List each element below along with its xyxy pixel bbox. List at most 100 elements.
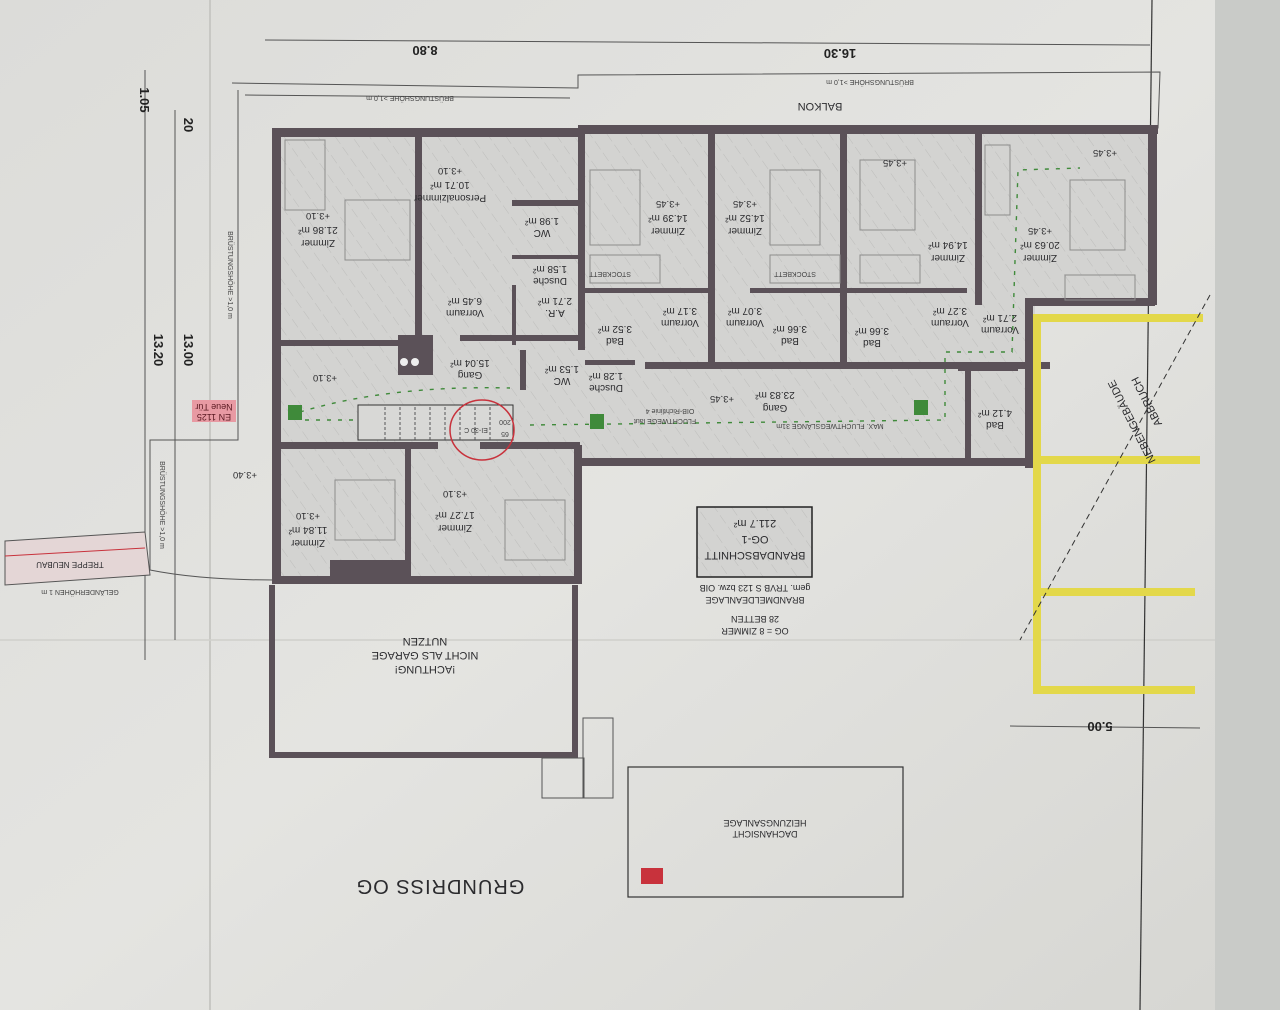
svg-text:Zimmer: Zimmer	[650, 225, 685, 236]
dim-13-00: 13.00	[181, 334, 196, 367]
stair-door-height: 65	[501, 430, 509, 437]
svg-text:211.7 m²: 211.7 m²	[733, 517, 776, 529]
room-wc-1-98: WC1.98 m²	[524, 215, 559, 238]
svg-text:Vorraum: Vorraum	[931, 317, 969, 328]
svg-text:1.58 m²: 1.58 m²	[532, 263, 567, 274]
fabric-edge	[1215, 0, 1280, 1010]
svg-text:Zimmer: Zimmer	[1022, 252, 1057, 263]
svg-text:Zimmer: Zimmer	[437, 522, 472, 533]
svg-text:Bad: Bad	[986, 419, 1004, 430]
svg-text:3.27 m²: 3.27 m²	[932, 305, 967, 316]
parapet-label-side: BRÜSTUNGSHÖHE >1,0 m	[226, 231, 234, 319]
level-terrace: +3.40	[233, 469, 257, 480]
svg-text:Dusche: Dusche	[589, 382, 623, 393]
level-room-east: +3.45	[1093, 147, 1117, 158]
balcony: BRÜSTUNGSHÖHE >1,0 m BRÜSTUNGSHÖHE >1,0 …	[149, 71, 1161, 581]
svg-text:+3.10: +3.10	[306, 210, 330, 221]
room-zimmer-11-84: Zimmer 11.84 m² +3.10	[288, 510, 327, 548]
dim-5-00: 5.00	[1087, 719, 1112, 734]
walls	[272, 125, 1158, 584]
dim-13-20: 13.20	[151, 334, 166, 367]
escape-note-3: OIB-Richtlinie 4	[646, 407, 695, 414]
balcony-label: BALKON	[798, 100, 843, 112]
svg-text:Neue Tür: Neue Tür	[195, 402, 232, 412]
stair-door-width: 200	[499, 418, 511, 425]
plan-title: GRUNDRISS OG	[356, 875, 525, 897]
svg-text:BRANDMELDEANLAGE: BRANDMELDEANLAGE	[705, 595, 804, 605]
svg-text:28 BETTEN: 28 BETTEN	[731, 614, 779, 624]
svg-text:+3.45: +3.45	[656, 198, 680, 209]
svg-text:Zimmer: Zimmer	[290, 537, 325, 548]
staircase: 200 65 EI-30 C	[357, 399, 515, 461]
svg-text:14.52 m²: 14.52 m²	[725, 212, 765, 223]
svg-text:Dusche: Dusche	[533, 275, 567, 286]
dim-1-05: 1.05	[137, 87, 152, 112]
exit-sign	[288, 405, 302, 420]
svg-text:Zimmer: Zimmer	[727, 225, 762, 236]
svg-text:Vorraum: Vorraum	[661, 317, 699, 328]
svg-text:2.71 m²: 2.71 m²	[537, 295, 572, 306]
svg-text:+3.10: +3.10	[296, 510, 320, 521]
svg-text:3.66 m²: 3.66 m²	[854, 325, 889, 336]
svg-text:+3.10: +3.10	[438, 165, 462, 176]
dim-8-80: 8.80	[412, 43, 437, 58]
building-floor-lower	[278, 445, 578, 580]
stair-door-rating: EI-30 C	[464, 426, 488, 433]
new-stairs: TREPPE NEUBAU GELÄNDERHÖHEN 1 m	[4, 531, 151, 596]
parapet-label-left: BRÜSTUNGSHÖHE >1,0 m	[366, 94, 454, 102]
svg-text:4.12 m²: 4.12 m²	[977, 407, 1012, 418]
svg-text:DACHANSICHT: DACHANSICHT	[732, 829, 798, 839]
room-wc-1-53: WC1.53 m²	[544, 363, 579, 386]
svg-text:Vorraum: Vorraum	[446, 307, 484, 318]
svg-text:21.86 m²: 21.86 m²	[298, 224, 338, 235]
svg-text:A.R.: A.R.	[545, 307, 564, 318]
svg-text:OG = 8 ZIMMER: OG = 8 ZIMMER	[721, 626, 789, 636]
svg-text:HEIZUNGSANLAGE: HEIZUNGSANLAGE	[723, 818, 806, 828]
svg-text:11.84 m²: 11.84 m²	[288, 524, 327, 535]
parapet-label: BRÜSTUNGSHÖHE >1,0 m	[826, 78, 914, 86]
room-zimmer-14-39: Zimmer 14.39 m² +3.45	[648, 198, 688, 236]
svg-text:OG-1: OG-1	[742, 533, 769, 545]
svg-text:Vorraum: Vorraum	[726, 317, 764, 328]
svg-text:NUTZEN: NUTZEN	[403, 635, 448, 647]
svg-text:6.45 m²: 6.45 m²	[447, 295, 482, 306]
escape-note-1: MAX. FLUCHTWEGSLÄNGE 31m	[776, 422, 884, 430]
svg-text:1.98 m²: 1.98 m²	[524, 215, 559, 226]
svg-text:3.07 m²: 3.07 m²	[727, 305, 762, 316]
room-ar: A.R.2.71 m²	[537, 295, 572, 318]
dim-16-30: 16.30	[824, 46, 857, 61]
svg-text:14.39 m²: 14.39 m²	[648, 212, 688, 223]
garage-area: NUTZEN NICHT ALS GARAGE !ACHTUNG!	[269, 585, 578, 758]
new-door-note: Neue Tür EN 1125	[192, 400, 236, 422]
roof-heating-box: HEIZUNGSANLAGE DACHANSICHT	[627, 766, 904, 898]
room-zimmer-14-94-level: +3.45	[883, 157, 907, 168]
red-circle-annotation	[449, 399, 515, 461]
svg-text:WC: WC	[554, 375, 571, 386]
svg-text:+3.10: +3.10	[443, 488, 467, 499]
exit-sign	[590, 414, 604, 429]
svg-text:14.94 m²: 14.94 m²	[928, 239, 968, 250]
escape-note-2: FLUCHTWEGE laut	[634, 417, 696, 424]
level-gang-west: +3.10	[313, 372, 337, 383]
svg-text:1.28 m²: 1.28 m²	[588, 370, 623, 381]
svg-text:BRANDABSCHNITT: BRANDABSCHNITT	[704, 549, 805, 561]
escape-routes: MAX. FLUCHTWEGSLÄNGE 31m FLUCHTWEGE laut…	[288, 167, 1081, 430]
dimension-lines: 8.80 16.30 1.05 20 13.00 13.20 5.00	[137, 39, 1201, 734]
svg-text:NICHT ALS GARAGE: NICHT ALS GARAGE	[372, 649, 479, 661]
svg-text:20.63 m²: 20.63 m²	[1020, 239, 1060, 250]
bunk-bed-label: STOCKBETT	[773, 270, 816, 277]
svg-text:Personalzimmer: Personalzimmer	[413, 192, 486, 203]
red-marker	[641, 868, 663, 884]
